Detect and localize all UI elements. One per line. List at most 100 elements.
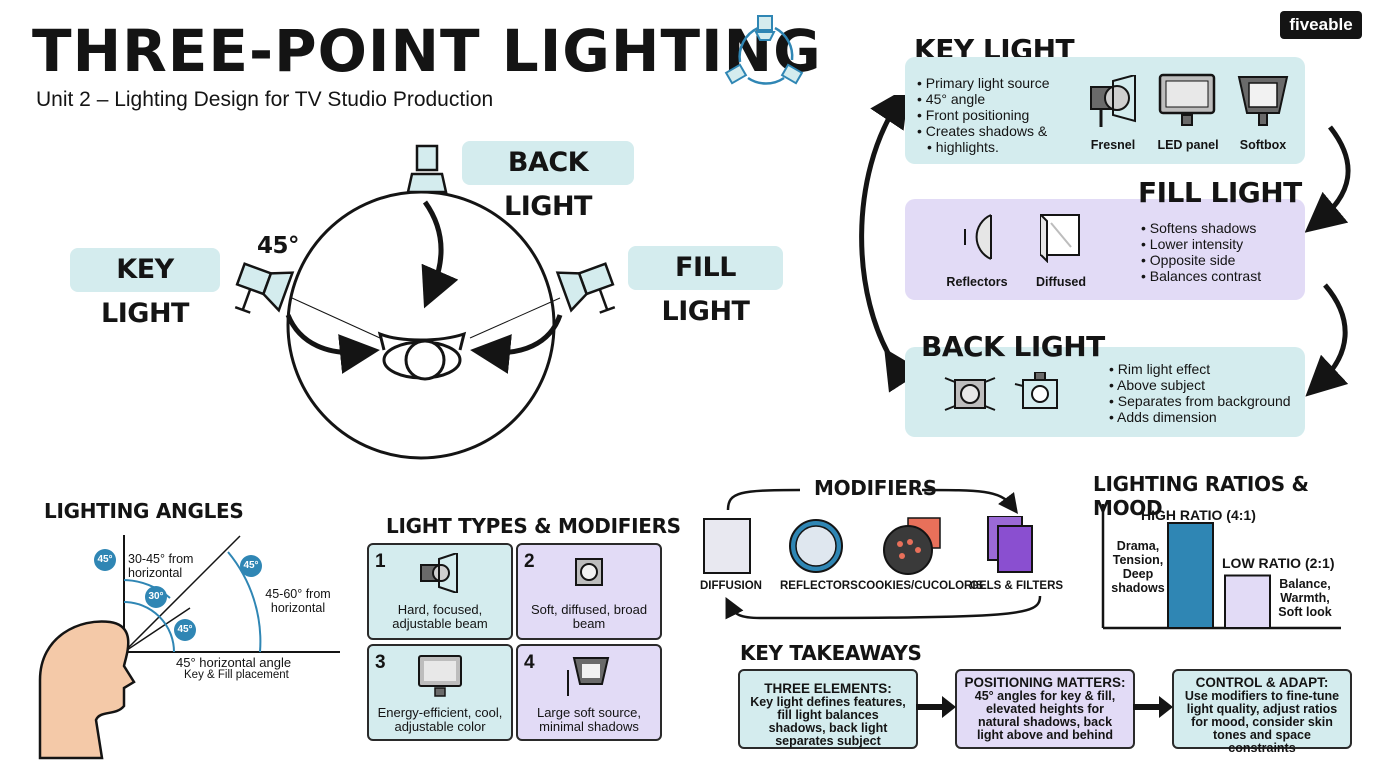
takeaways-title: KEY TAKEAWAYS	[740, 641, 922, 665]
takeaway-box: POSITIONING MATTERS: 45° angles for key …	[955, 669, 1135, 749]
bullet: Creates shadows &	[917, 123, 1050, 139]
back-arrow	[421, 200, 459, 309]
back-light-panel: Rim light effect Above subject Separates…	[905, 347, 1305, 437]
reflectors-label: Reflectors	[946, 275, 1008, 289]
type-cell: 1 Hard, focused, adjustable beam	[367, 543, 513, 640]
diffusion-icon	[703, 518, 751, 574]
key-bullets: Primary light source 45° angle Front pos…	[917, 75, 1050, 155]
takeaway-box: THREE ELEMENTS: Key light defines featur…	[738, 669, 918, 749]
softbox-icon	[567, 657, 610, 696]
low-ratio-bar	[1224, 574, 1271, 629]
cell-description: Large soft source, minimal shadows	[536, 705, 642, 734]
fill-light-tag: FILL LIGHT	[628, 246, 783, 327]
key-light-fixture-icon	[234, 262, 295, 314]
types-title: LIGHT TYPES & MODIFIERS	[386, 514, 681, 538]
takeaway-heading: THREE ELEMENTS:	[764, 681, 892, 696]
flow-arrows	[859, 95, 1351, 397]
range-30-45: 30-45° from horizontal	[128, 552, 194, 580]
set-circle	[286, 190, 556, 460]
key-light-panel: Primary light source 45° angle Front pos…	[905, 57, 1305, 164]
softbox-label: Softbox	[1239, 138, 1287, 152]
spot-fixture-icon	[575, 558, 603, 586]
cell-number: 2	[524, 551, 535, 572]
angle-badge: 45°	[94, 549, 116, 571]
takeaway-text: 45° angles for key & fill, elevated heig…	[974, 689, 1116, 742]
key-fill-placement: Key & Fill placement	[184, 669, 289, 681]
bullet-continued: highlights.	[917, 139, 1050, 155]
led-panel-label: LED panel	[1157, 138, 1219, 152]
bullet: Lower intensity	[1141, 236, 1261, 252]
fill-light-fixture-icon	[555, 262, 616, 314]
low-ratio-label: LOW RATIO (2:1)	[1222, 555, 1335, 571]
takeaway-text: Key light defines features, fill light b…	[750, 695, 906, 748]
arrow-right-icon	[916, 696, 956, 718]
led-panel-icon	[418, 655, 462, 697]
takeaway-heading: POSITIONING MATTERS:	[964, 675, 1126, 690]
horizontal-angle: 45° horizontal angle	[176, 655, 292, 670]
subject-icon	[377, 331, 467, 381]
bullet: Softens shadows	[1141, 220, 1261, 236]
page-title: THREE-POINT LIGHTING	[32, 17, 822, 85]
angle-label: 45°	[257, 233, 300, 259]
range-45-60: 45-60° from horizontal	[265, 587, 331, 615]
bullet: Primary light source	[917, 75, 1050, 91]
modifiers-title: MODIFIERS	[814, 476, 937, 500]
arrow-right-icon	[1133, 696, 1173, 718]
high-ratio-bar	[1167, 522, 1214, 629]
bullet: Separates from background	[1109, 393, 1291, 409]
cell-number: 1	[375, 551, 386, 572]
reflector-icon	[964, 214, 992, 260]
cookie-icon	[883, 525, 933, 575]
bullet: Rim light effect	[1109, 361, 1291, 377]
high-ratio-desc: Drama, Tension, Deep shadows	[1111, 539, 1165, 595]
gels-label: GELS & FILTERS	[970, 580, 1064, 592]
bullet: 45° angle	[917, 91, 1050, 107]
fresnel-icon	[420, 553, 458, 593]
modifier-cycle-arrows	[725, 488, 1042, 620]
fresnel-icon	[1090, 75, 1136, 127]
takeaway-text: Use modifiers to fine-tune light quality…	[1184, 689, 1340, 755]
fill-arrow	[470, 314, 563, 374]
fresnel-label: Fresnel	[1090, 138, 1136, 152]
key-light-tag: KEY LIGHT	[70, 248, 220, 329]
angles-title: LIGHTING ANGLES	[44, 499, 244, 523]
angle-badge: 30°	[145, 586, 167, 608]
type-cell: 4 Large soft source, minimal shadows	[516, 644, 662, 741]
reflectors-label: REFLECTORS	[780, 580, 858, 592]
takeaway-heading: CONTROL & ADAPT:	[1195, 675, 1329, 690]
fill-panel-title: FILL LIGHT	[1138, 176, 1302, 209]
fill-light-panel: Reflectors Diffused Softens shadows Lowe…	[905, 199, 1305, 300]
spot-fixture-icon	[944, 377, 996, 411]
type-cell: 3 Energy-efficient, cool, adjustable col…	[367, 644, 513, 741]
takeaway-box: CONTROL & ADAPT: Use modifiers to fine-t…	[1172, 669, 1352, 755]
diffused-label: Diffused	[1036, 275, 1086, 289]
head-profile-icon	[38, 620, 136, 760]
cell-description: Hard, focused, adjustable beam	[392, 602, 488, 631]
bullet: Opposite side	[1141, 252, 1261, 268]
angle-badge: 45°	[240, 555, 262, 577]
cell-number: 4	[524, 652, 535, 673]
back-light-fixture-icon	[406, 144, 448, 194]
bullet: Balances contrast	[1141, 268, 1261, 284]
back-bullets: Rim light effect Above subject Separates…	[1109, 361, 1291, 425]
bullet: Adds dimension	[1109, 409, 1291, 425]
three-lights-icon	[724, 15, 804, 85]
diffusion-label: DIFFUSION	[700, 580, 762, 592]
diffused-icon	[1040, 214, 1080, 263]
fill-bullets: Softens shadows Lower intensity Opposite…	[1141, 220, 1261, 284]
low-ratio-desc: Balance, Warmth, Soft look	[1278, 577, 1332, 619]
fiveable-logo: fiveable	[1280, 11, 1362, 39]
cell-number: 3	[375, 652, 386, 673]
ratio-chart	[1101, 504, 1341, 630]
back-light-tag: BACK LIGHT	[462, 141, 634, 222]
cookies-label: COOKIES/CUCOLORIS	[858, 580, 984, 592]
ratios-title: LIGHTING RATIOS & MOOD	[1093, 472, 1309, 520]
led-panel-icon	[1158, 73, 1216, 126]
type-cell: 2 Soft, diffused, broad beam	[516, 543, 662, 640]
angle-badge: 45°	[174, 619, 196, 641]
modifier-icons	[703, 516, 1033, 575]
three-point-diagram	[234, 144, 616, 460]
page-subtitle: Unit 2 – Lighting Design for TV Studio P…	[36, 88, 494, 111]
bullet: Front positioning	[917, 107, 1050, 123]
high-ratio-label: HIGH RATIO (4:1)	[1141, 507, 1256, 523]
